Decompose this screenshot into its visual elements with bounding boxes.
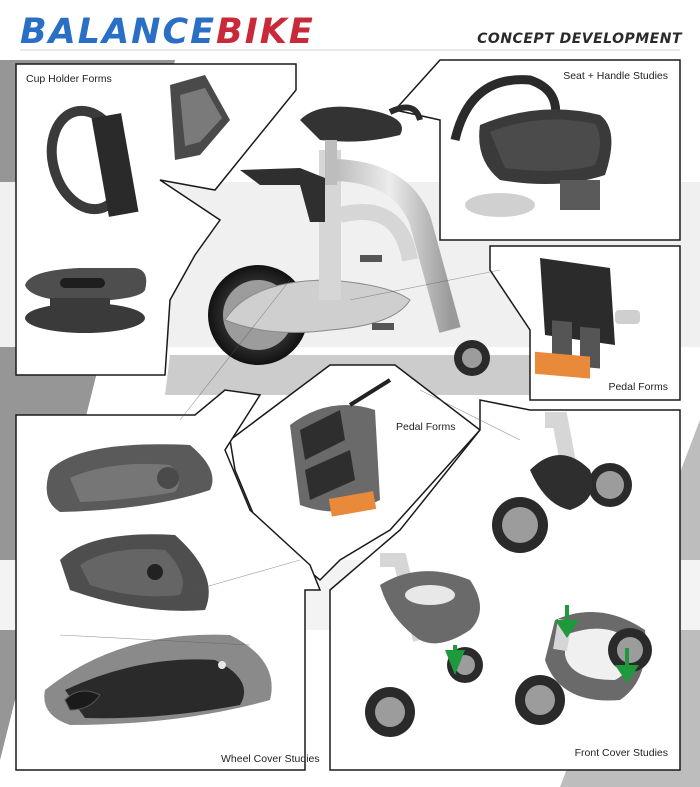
wheel-cover-panel — [15, 389, 322, 771]
wheel-cover-sketch-3 — [44, 634, 272, 725]
pedal-right-panel — [489, 245, 681, 401]
cup-holder-bracket-sketch — [170, 75, 230, 160]
seat-handle-panel — [393, 59, 681, 241]
pedal-center-label: Pedal Forms — [396, 421, 456, 433]
front-cover-panel — [329, 399, 681, 771]
seat-close-up-sketch — [450, 75, 612, 217]
front-cover-sketch-right — [515, 605, 652, 725]
front-cover-sketch-top — [492, 412, 632, 553]
pedal-center-sketch — [290, 378, 392, 517]
wheel-cover-sketch-2 — [60, 534, 209, 611]
title-part-balance: BALANCE — [20, 12, 217, 52]
pedal-center-panel — [229, 364, 482, 582]
pedal-right-label: Pedal Forms — [608, 381, 668, 393]
cup-holder-tray-sketch — [25, 268, 147, 333]
wheel-cover-label: Wheel Cover Studies — [221, 753, 320, 765]
title-part-bike: BIKE — [216, 12, 315, 52]
balance-bike-render — [208, 104, 490, 376]
page-title: BALANCEBIKE — [20, 12, 315, 52]
cup-holder-panel — [15, 63, 297, 376]
cup-holder-label: Cup Holder Forms — [26, 73, 112, 85]
seat-handle-label: Seat + Handle Studies — [563, 70, 668, 82]
page-subtitle: CONCEPT DEVELOPMENT — [477, 31, 682, 47]
sketch-guide-lines — [59, 269, 521, 646]
wheel-cover-sketch-1 — [46, 444, 213, 512]
front-cover-label: Front Cover Studies — [574, 747, 668, 759]
front-cover-sketch-left — [365, 553, 483, 737]
pedal-right-sketch — [535, 258, 640, 379]
cup-holder-ring-sketch — [46, 105, 139, 217]
